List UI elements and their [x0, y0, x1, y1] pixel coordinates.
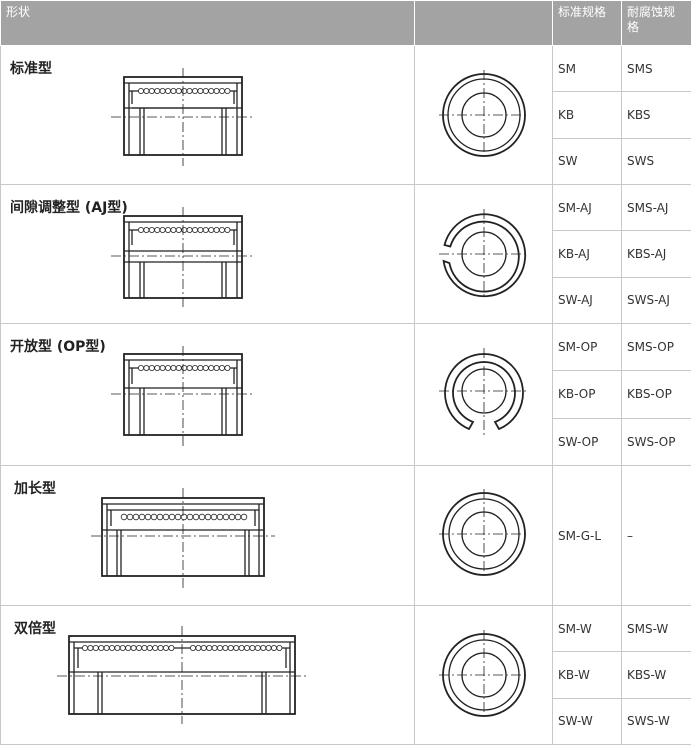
side-view-op-drawing — [1, 324, 415, 465]
section-cell-aj — [415, 185, 553, 324]
standard-code: SM — [553, 46, 622, 92]
ball-row — [121, 514, 247, 520]
corrosion-code: SWS-W — [622, 698, 691, 744]
corrosion-code: KBS — [622, 92, 691, 138]
header-row: 形状 标准规格 耐腐蚀规格 — [1, 1, 691, 46]
standard-code: SM-AJ — [553, 185, 622, 231]
corrosion-code: KBS-AJ — [622, 231, 691, 277]
shape-cell-aj: 间隙调整型 (AJ型) — [1, 185, 415, 324]
standard-code: SW-AJ — [553, 277, 622, 323]
section-cell-op — [415, 324, 553, 466]
corrosion-code: – — [622, 466, 691, 606]
cross-section-aj-drawing — [415, 185, 553, 323]
side-view-standard-drawing — [1, 46, 415, 184]
table-row: 间隙调整型 (AJ型) — [1, 185, 691, 231]
section-cell-standard — [415, 46, 553, 185]
section-cell-long — [415, 466, 553, 606]
section-cell-double — [415, 606, 553, 745]
header-standard: 标准规格 — [553, 1, 622, 46]
standard-code: SM-W — [553, 606, 622, 652]
table-row: 标准型 — [1, 46, 691, 92]
standard-code: KB-W — [553, 652, 622, 698]
table-row: 加长型 — [1, 466, 691, 606]
shape-cell-double: 双倍型 — [1, 606, 415, 745]
side-view-aj-drawing — [1, 185, 415, 323]
corrosion-code: SWS-OP — [622, 418, 691, 465]
corrosion-code: SWS — [622, 138, 691, 184]
table-row: 双倍型 — [1, 606, 691, 652]
side-view-double-drawing — [1, 606, 415, 744]
standard-code: SM-G-L — [553, 466, 622, 606]
ball-row — [138, 88, 230, 93]
standard-code: KB-AJ — [553, 231, 622, 277]
header-shape: 形状 — [1, 1, 415, 46]
shape-cell-long: 加长型 — [1, 466, 415, 606]
corrosion-code: SMS-AJ — [622, 185, 691, 231]
standard-code: SW — [553, 138, 622, 184]
cross-section-standard-drawing — [415, 46, 553, 184]
standard-code: KB — [553, 92, 622, 138]
ball-row — [138, 227, 230, 232]
header-corrosion: 耐腐蚀规格 — [622, 1, 691, 46]
standard-code: SW-W — [553, 698, 622, 744]
corrosion-code: SWS-AJ — [622, 277, 691, 323]
corrosion-code: KBS-W — [622, 652, 691, 698]
standard-code: SW-OP — [553, 418, 622, 465]
corrosion-code: SMS — [622, 46, 691, 92]
standard-code: KB-OP — [553, 371, 622, 418]
corrosion-code: SMS-OP — [622, 324, 691, 371]
cross-section-op-drawing — [415, 324, 553, 465]
shape-cell-standard: 标准型 — [1, 46, 415, 185]
shape-cell-op: 开放型 (OP型) — [1, 324, 415, 466]
standard-code: SM-OP — [553, 324, 622, 371]
ball-row — [138, 365, 230, 370]
side-view-long-drawing — [1, 466, 415, 605]
corrosion-code: KBS-OP — [622, 371, 691, 418]
header-section — [415, 1, 553, 46]
cross-section-double-drawing — [415, 606, 553, 744]
corrosion-code: SMS-W — [622, 606, 691, 652]
table-row: 开放型 (OP型) — [1, 324, 691, 371]
cross-section-long-drawing — [415, 466, 553, 605]
